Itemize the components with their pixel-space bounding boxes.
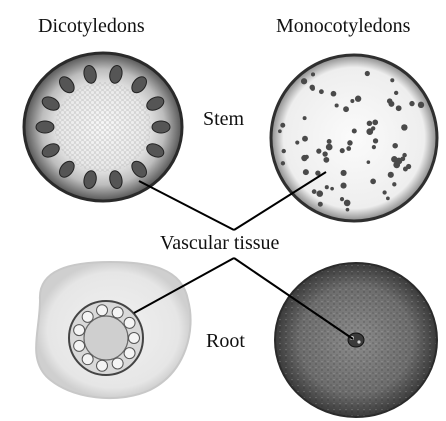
vascular-bundle [280,123,285,128]
vascular-bundle [301,78,307,84]
row-label-stem: Stem [203,109,244,129]
vascular-bundle [373,138,378,143]
vascular-bundle [322,151,327,156]
xylem-vessel [97,305,108,316]
vascular-bundle [335,103,339,107]
xylem-vessel [124,317,135,328]
vascular-bundle [346,146,351,151]
vascular-bundle [316,149,321,154]
vascular-bundle [311,72,315,76]
vascular-bundle [401,124,407,130]
vascular-bundle [382,190,386,194]
vascular-bundle [278,129,282,133]
vascular-bundle [325,185,329,189]
vascular-bundle [344,200,351,207]
xylem-vessel [82,311,93,322]
dicot-stem-section [24,53,182,201]
vascular-bundle [312,189,317,194]
dicot-root-section [36,262,191,398]
vascular-bundle [418,102,424,108]
vascular-bundle [319,89,324,94]
monocot-stem-section [271,55,437,221]
vascular-bundle [282,149,286,153]
vascular-bundle [347,140,352,145]
vascular-bundle [340,148,345,153]
vascular-bundle [392,182,396,186]
row-label-root: Root [206,331,245,351]
vascular-bundle [303,169,309,175]
vascular-bundle [304,155,308,159]
vascular-bundle [341,170,347,176]
vascular-bundle [372,145,376,149]
vascular-bundle [350,99,354,103]
vascular-bundle [310,86,314,90]
xylem-vessel [112,307,123,318]
xylem-vessel [97,360,108,371]
vascular-bundle [388,172,394,178]
vascular-bundle [36,121,54,133]
vascular-bundle [372,120,378,126]
vascular-bundle [409,101,414,106]
vascular-bundle [343,106,349,112]
vascular-bundle [386,197,390,201]
vascular-bundle [326,144,333,151]
column-title-monocotyledons: Monocotyledons [276,16,410,36]
xylem-vessel [129,333,140,344]
vascular-bundle [295,140,299,144]
xylem-vessel [124,348,135,359]
xylem-vessel [74,325,85,336]
vascular-bundle [403,167,408,172]
column-title-dicotyledons: Dicotyledons [38,16,145,36]
vascular-bundle [392,143,398,149]
vascular-bundle [365,71,370,76]
monocot-root-section [275,263,437,417]
vascular-bundle [340,197,344,201]
vascular-bundle [394,91,398,95]
vascular-bundle [316,190,323,197]
vascular-bundle [370,179,376,185]
vascular-bundle [346,208,350,212]
vascular-tissue-label: Vascular tissue [158,233,281,253]
pointer-line-dicot-stem [139,181,234,230]
vascular-bundle [396,158,403,165]
xylem-vessel [112,358,123,369]
vascular-bundle [327,139,332,144]
vascular-bundle [303,116,307,120]
vascular-bundle [323,157,329,163]
vascular-bundle [152,121,170,133]
vascular-bundle [396,105,402,111]
vascular-bundle [390,78,394,82]
xylem-vessel [82,354,93,365]
vascular-bundle [352,128,357,133]
vascular-bundle [367,160,371,164]
vascular-bundle [302,136,308,142]
vascular-bundle [330,187,334,191]
vascular-bundle [331,91,337,97]
xylem-vessel [74,340,85,351]
vascular-bundle [281,161,285,165]
vascular-bundle [355,96,361,102]
vascular-bundle [367,121,372,126]
vascular-bundle [318,202,323,207]
vascular-bundle [340,183,346,189]
vascular-bundle [371,126,375,130]
vascular-bundle [388,101,394,107]
